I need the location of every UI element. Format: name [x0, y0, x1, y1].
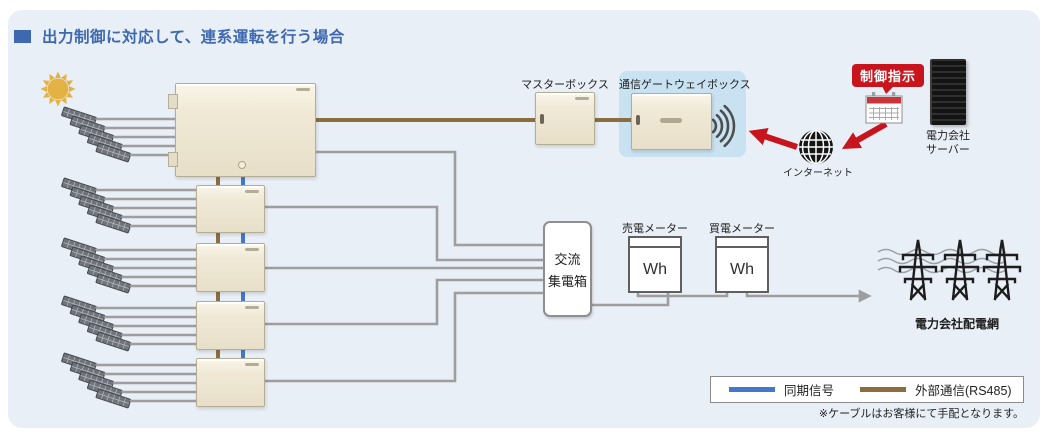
brand-logo — [296, 88, 310, 91]
master-box-label: マスターボックス — [521, 79, 609, 91]
brand-logo — [245, 363, 259, 366]
control-signal-arrows — [748, 121, 888, 150]
mount-tab — [168, 152, 178, 167]
power-grid-icon — [877, 238, 1022, 301]
mount-tab — [168, 94, 178, 109]
master-box — [535, 92, 595, 145]
control-instruction-badge: 制御指示 — [852, 64, 924, 94]
sell-meter-label: 売電メーター — [601, 220, 709, 240]
dc-wires — [95, 117, 205, 403]
sync-line-label: 同期信号 — [784, 384, 835, 398]
ac-collection-box: 交流 集電箱 — [543, 221, 592, 317]
brand-logo — [660, 118, 682, 123]
legend: 同期信号 外部通信(RS485) — [710, 376, 1024, 403]
brand-logo — [245, 248, 259, 251]
sync-line-swatch — [729, 387, 775, 392]
power-conditioner-4 — [196, 301, 265, 350]
internet-globe-icon — [799, 130, 833, 164]
gateway-box-label: 通信ゲートウェイボックス — [619, 79, 751, 91]
gateway-box — [631, 93, 712, 150]
brand-logo — [245, 190, 259, 193]
brand-logo — [245, 306, 259, 309]
buy-meter-label: 買電メーター — [688, 220, 796, 240]
calendar-icon — [865, 92, 903, 124]
ac-wires — [262, 150, 872, 383]
ac-collection-box-label-1: 交流 — [554, 251, 581, 267]
page-title: 出力制御に対応して、連系運転を行う場合 — [42, 29, 345, 46]
sun-icon — [40, 71, 76, 107]
server-label: 電力会社 サーバー — [926, 129, 1006, 158]
meter-band — [630, 238, 680, 248]
ac-collection-box-label-2: 集電箱 — [547, 273, 587, 289]
door-handle — [540, 114, 544, 124]
buy-meter: Wh — [715, 236, 769, 293]
title-row: 出力制御に対応して、連系運転を行う場合 — [14, 25, 345, 47]
brand-logo — [575, 97, 589, 100]
meter-unit: Wh — [730, 260, 754, 278]
sell-meter: Wh — [628, 236, 682, 293]
title-bullet — [14, 29, 31, 43]
power-conditioner-2 — [196, 185, 265, 233]
power-conditioner-3 — [196, 243, 265, 292]
power-conditioner-5 — [196, 358, 265, 407]
power-conditioner-1 — [168, 83, 316, 177]
server-label-line1: 電力会社 — [926, 130, 970, 142]
meter-band — [717, 238, 767, 248]
meter-unit: Wh — [643, 260, 667, 278]
external-line-label: 外部通信(RS485) — [915, 384, 1012, 398]
legend-item-sync: 同期信号 — [729, 380, 834, 399]
cable-note: ※ケーブルはお客様にて手配となります。 — [818, 408, 1024, 420]
legend-item-external: 外部通信(RS485) — [860, 380, 1012, 399]
solar-array-icons — [61, 107, 131, 408]
door-handle — [636, 115, 640, 125]
internet-label: インターネット — [783, 168, 853, 179]
grid-network-label: 電力会社配電網 — [914, 317, 999, 331]
external-line-swatch — [860, 387, 907, 392]
wifi-waves-icon — [711, 104, 736, 148]
server-label-line2: サーバー — [926, 144, 970, 157]
server-icon — [930, 59, 966, 125]
cable-gland — [238, 161, 246, 169]
